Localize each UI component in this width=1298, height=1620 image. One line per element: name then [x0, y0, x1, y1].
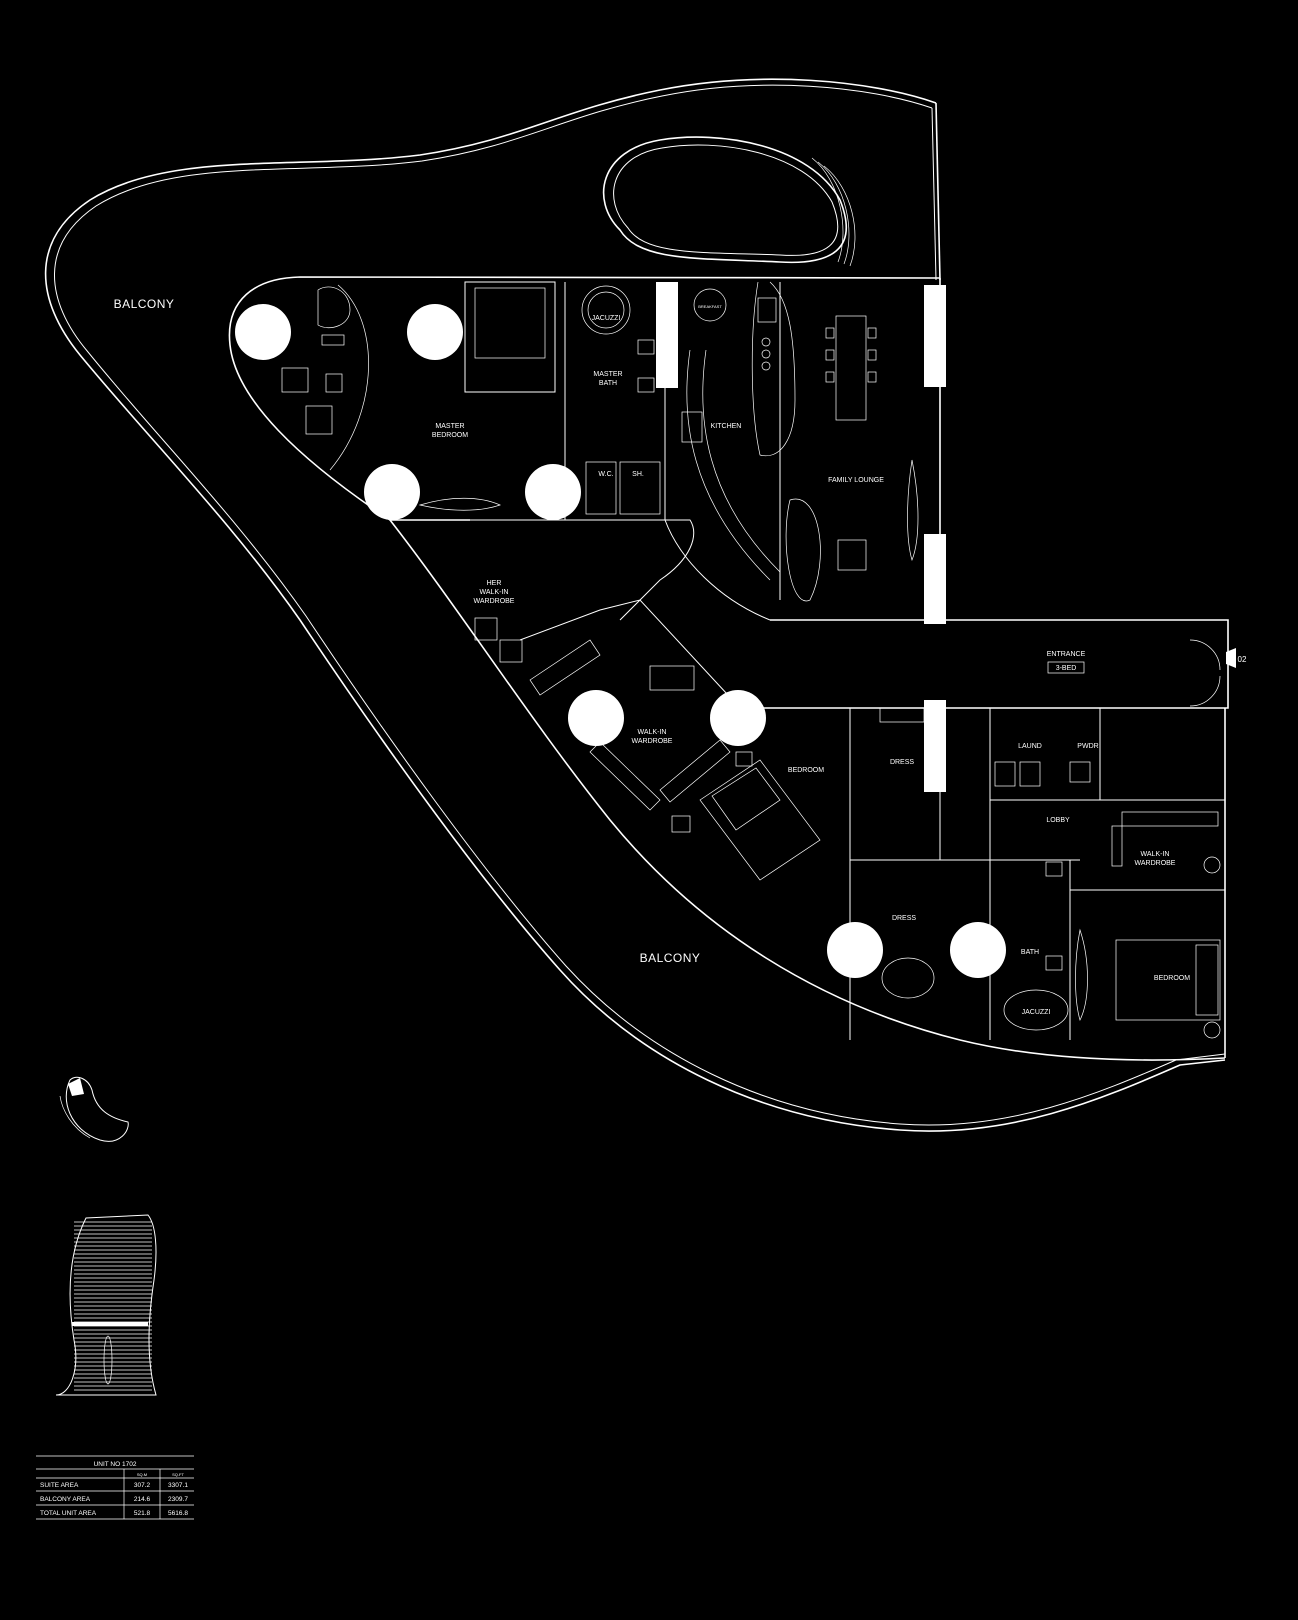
area-row-balcony-name: BALCONY AREA [40, 1496, 91, 1503]
label-walkin-wardrobe-2: WARDROBE [632, 738, 673, 745]
entrance-door [1189, 639, 1236, 707]
label-bedroom-right: BEDROOM [1154, 975, 1190, 982]
label-dress-bottom: DRESS [892, 915, 916, 922]
label-walkin-wardrobe-1: WALK-IN [638, 729, 667, 736]
pool [602, 136, 856, 267]
structural-columns [235, 304, 1006, 978]
label-walkin-wardrobe-right-2: WARDROBE [1135, 860, 1176, 867]
label-jacuzzi-master: JACUZZI [592, 315, 621, 322]
label-wc: W.C. [598, 471, 613, 478]
balcony-outline [44, 78, 1226, 1132]
area-table: UNIT NO 1702 SQ.M SQ.FT SUITE AREA 307.2… [36, 1455, 194, 1520]
label-kitchen: KITCHEN [711, 423, 742, 430]
label-laund: LAUND [1018, 743, 1042, 750]
facade-panels [656, 282, 946, 792]
label-master-bath-2: BATH [599, 380, 617, 387]
key-plan-thumbnail [59, 1076, 129, 1142]
label-dress-top: DRESS [890, 759, 914, 766]
label-jacuzzi-bottom: JACUZZI [1022, 1009, 1051, 1016]
area-row-balcony-sqft: 2309.7 [168, 1496, 188, 1503]
label-her-wardrobe-2: WALK-IN [480, 589, 509, 596]
furniture [281, 281, 1221, 1039]
label-balcony-top: BALCONY [114, 297, 175, 311]
label-master-bedroom-1: MASTER [435, 423, 464, 430]
area-row-suite-sqm: 307.2 [134, 1482, 151, 1489]
area-row-total-sqft: 5616.8 [168, 1510, 188, 1517]
area-row-total-sqm: 521.8 [134, 1510, 151, 1517]
label-bath: BATH [1021, 949, 1039, 956]
label-her-wardrobe-3: WARDROBE [474, 598, 515, 605]
label-entrance-ref: 02 [1238, 655, 1247, 664]
area-row-total-name: TOTAL UNIT AREA [40, 1510, 97, 1517]
label-breakfast: BREAKFAST [698, 304, 722, 309]
area-table-unit-sqft: SQ.FT [172, 1472, 184, 1477]
area-table-title: UNIT NO 1702 [94, 1461, 137, 1468]
area-row-balcony-sqm: 214.6 [134, 1496, 151, 1503]
label-walkin-wardrobe-right-1: WALK-IN [1141, 851, 1170, 858]
label-her-wardrobe-1: HER [487, 580, 502, 587]
label-lobby: LOBBY [1046, 817, 1070, 824]
label-bedroom-mid: BEDROOM [788, 767, 824, 774]
area-row-suite-sqft: 3307.1 [168, 1482, 188, 1489]
tower-elevation [55, 1214, 157, 1396]
area-table-unit-sqm: SQ.M [137, 1472, 147, 1477]
area-row-suite-name: SUITE AREA [40, 1482, 79, 1489]
label-pwdr: PWDR [1077, 743, 1098, 750]
entrance-tag-box [1047, 661, 1085, 674]
label-master-bath-1: MASTER [593, 371, 622, 378]
label-entrance-tag: 3-BED [1056, 665, 1077, 672]
interior-walls [228, 276, 1229, 1061]
label-balcony-bottom: BALCONY [640, 951, 701, 965]
label-entrance: ENTRANCE [1047, 651, 1086, 658]
label-master-bedroom-2: BEDROOM [432, 432, 468, 439]
label-family-lounge: FAMILY LOUNGE [828, 477, 884, 484]
label-shower: SH. [632, 471, 644, 478]
